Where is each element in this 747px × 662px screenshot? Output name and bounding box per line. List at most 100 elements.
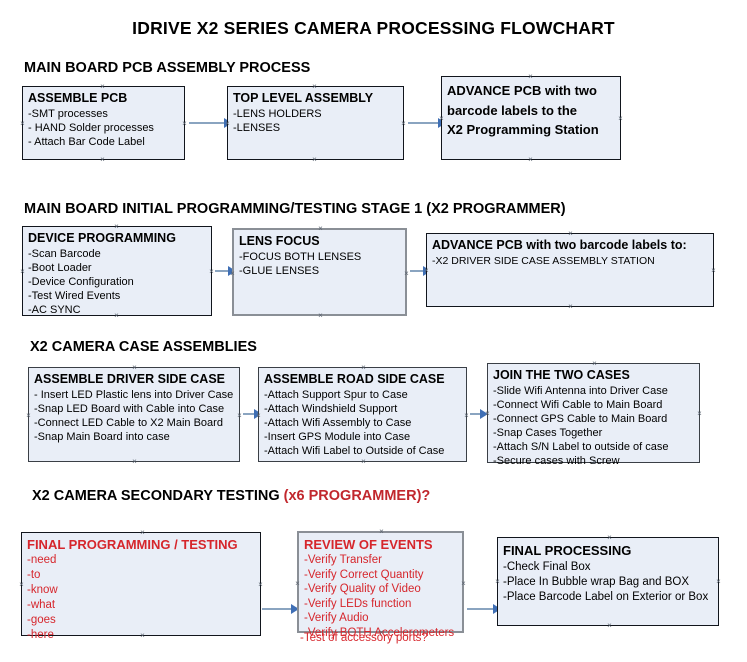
- box-line: -Attach S/N Label to outside of case: [493, 441, 669, 453]
- connection-handle-left[interactable]: [294, 580, 301, 587]
- connection-handle-bottom[interactable]: [360, 458, 367, 465]
- connection-handle-right[interactable]: [208, 268, 215, 275]
- connection-handle-right[interactable]: [257, 581, 264, 588]
- connection-handle-top[interactable]: [591, 360, 598, 367]
- box-line: X2 Programming Station: [447, 122, 599, 137]
- connection-handle-right[interactable]: [715, 578, 722, 585]
- section-title-x2-camera-case-assemblies: X2 CAMERA CASE ASSEMBLIES: [30, 339, 257, 355]
- box-assemble-pcb[interactable]: ASSEMBLE PCB -SMT processes - HAND Solde…: [22, 86, 185, 160]
- box-line: -Snap Cases Together: [493, 427, 603, 439]
- connection-handle-top[interactable]: [606, 534, 613, 541]
- arrow-head-icon: [480, 409, 488, 419]
- connector-driver-side-to-road-side: [243, 413, 258, 415]
- box-advance-pcb-to-driver-side-case-assembly[interactable]: ADVANCE PCB with two barcode labels to: …: [426, 233, 714, 307]
- box-line: -Attach Support Spur to Case: [264, 389, 408, 401]
- connection-handle-right[interactable]: [617, 115, 624, 122]
- connection-handle-top[interactable]: [360, 364, 367, 371]
- connection-handle-right[interactable]: [460, 580, 467, 587]
- section-title-text: X2 CAMERA SECONDARY TESTING: [32, 488, 284, 504]
- box-final-programming-testing[interactable]: FINAL PROGRAMMING / TESTING -need -to -k…: [18, 529, 264, 641]
- box-title: FINAL PROGRAMMING / TESTING: [27, 537, 238, 552]
- box-line: - HAND Solder processes: [28, 122, 154, 134]
- connection-handle-bottom[interactable]: [131, 458, 138, 465]
- box-line: -Snap Main Board into case: [34, 431, 170, 443]
- box-join-the-two-cases[interactable]: JOIN THE TWO CASES -Slide Wifi Antenna i…: [487, 360, 703, 467]
- connection-handle-left[interactable]: [494, 578, 501, 585]
- box-line: barcode labels to the: [447, 103, 578, 118]
- page-title: IDRIVE X2 SERIES CAMERA PROCESSING FLOWC…: [132, 18, 615, 38]
- connection-handle-bottom[interactable]: [567, 303, 574, 310]
- connection-handle-left[interactable]: [19, 268, 26, 275]
- box-title: LENS FOCUS: [239, 234, 320, 248]
- connection-handle-top[interactable]: [113, 223, 120, 230]
- box-line: -Verify Transfer: [304, 554, 382, 566]
- box-title: ADVANCE PCB with two barcode labels to:: [432, 238, 687, 252]
- box-device-programming[interactable]: DEVICE PROGRAMMING -Scan Barcode -Boot L…: [22, 226, 212, 316]
- connection-handle-bottom[interactable]: [317, 312, 324, 319]
- box-line: - Attach Bar Code Label: [28, 136, 145, 148]
- box-line: - Insert LED Plastic lens into Driver Ca…: [34, 389, 234, 401]
- box-line: -Secure cases with Screw: [493, 455, 620, 467]
- box-advance-pcb-to-x2-programming-station[interactable]: ADVANCE PCB with two barcode labels to t…: [441, 76, 621, 160]
- connection-handle-bottom[interactable]: [99, 156, 106, 163]
- connection-handle-left[interactable]: [25, 412, 32, 419]
- connection-handle-right[interactable]: [400, 120, 407, 127]
- box-line: -Snap LED Board with Cable into Case: [34, 403, 225, 415]
- box-lens-focus[interactable]: LENS FOCUS -FOCUS BOTH LENSES -GLUE LENS…: [232, 228, 407, 316]
- arrow-head-icon: [291, 604, 299, 614]
- connector-final-programming-to-review-of-events: [262, 608, 294, 610]
- connection-handle-right[interactable]: [403, 270, 410, 277]
- connection-handle-top[interactable]: [567, 230, 574, 237]
- box-line: -Attach Wifi Assembly to Case: [264, 417, 412, 429]
- box-line: -what: [27, 599, 56, 611]
- connection-handle-bottom[interactable]: [527, 156, 534, 163]
- connector-road-side-to-join-cases: [470, 413, 484, 415]
- box-line: -Attach Windshield Support: [264, 403, 398, 415]
- box-line: -SMT processes: [28, 108, 108, 120]
- connection-handle-top[interactable]: [527, 73, 534, 80]
- connector-review-of-events-to-final-processing: [467, 608, 496, 610]
- box-line: -need: [27, 554, 57, 566]
- box-line: -AC SYNC: [28, 304, 81, 316]
- connection-handle-top[interactable]: [131, 364, 138, 371]
- connection-handle-left[interactable]: [18, 581, 25, 588]
- box-review-of-events[interactable]: REVIEW OF EVENTS -Verify Transfer -Verif…: [294, 528, 467, 644]
- box-line: -FOCUS BOTH LENSES: [239, 251, 362, 263]
- connection-handle-right[interactable]: [696, 410, 703, 417]
- box-title: TOP LEVEL ASSEMBLY: [233, 91, 374, 105]
- box-line: -Insert GPS Module into Case: [264, 431, 411, 443]
- box-line: -Verify LEDs function: [304, 597, 412, 610]
- box-line: -Test Wired Events: [28, 290, 121, 302]
- box-line: -Attach Wifi Label to Outside of Case: [264, 445, 445, 457]
- box-title: DEVICE PROGRAMMING: [28, 231, 176, 245]
- box-top-level-assembly[interactable]: TOP LEVEL ASSEMBLY -LENS HOLDERS -LENSES: [227, 86, 404, 160]
- connection-handle-top[interactable]: [99, 83, 106, 90]
- section-title-main-board-initial-programming-testing-stage-1: MAIN BOARD INITIAL PROGRAMMING/TESTING S…: [24, 201, 566, 217]
- box-line: -Connect Wifi Cable to Main Board: [493, 399, 663, 411]
- box-title: REVIEW OF EVENTS: [304, 537, 433, 552]
- connection-handle-top[interactable]: [139, 529, 146, 536]
- connection-handle-right[interactable]: [236, 412, 243, 419]
- box-title: JOIN THE TWO CASES: [493, 368, 630, 382]
- connection-handle-right[interactable]: [463, 412, 470, 419]
- box-title: ADVANCE PCB with two: [447, 83, 597, 98]
- connection-handle-left[interactable]: [19, 120, 26, 127]
- box-line: -Device Configuration: [28, 276, 134, 288]
- connection-handle-top[interactable]: [378, 528, 385, 535]
- connection-handle-top[interactable]: [311, 83, 318, 90]
- box-line: -Place Barcode Label on Exterior or Box: [503, 591, 709, 603]
- box-line: -Boot Loader: [28, 262, 92, 274]
- connection-handle-bottom[interactable]: [311, 156, 318, 163]
- connection-handle-top[interactable]: [317, 225, 324, 232]
- box-line: -LENSES: [233, 122, 281, 134]
- box-assemble-driver-side-case[interactable]: ASSEMBLE DRIVER SIDE CASE - Insert LED P…: [28, 367, 240, 462]
- connector-lens-focus-to-advance-pcb: [410, 270, 427, 272]
- box-assemble-road-side-case[interactable]: ASSEMBLE ROAD SIDE CASE -Attach Support …: [258, 367, 467, 462]
- box-line: -Slide Wifi Antenna into Driver Case: [493, 385, 668, 397]
- box-final-processing[interactable]: FINAL PROCESSING -Check Final Box -Place…: [497, 537, 719, 626]
- box-title: FINAL PROCESSING: [503, 543, 632, 558]
- box-line: -LENS HOLDERS: [233, 108, 322, 120]
- connection-handle-right[interactable]: [181, 120, 188, 127]
- connection-handle-bottom[interactable]: [606, 622, 613, 629]
- connection-handle-right[interactable]: [710, 267, 717, 274]
